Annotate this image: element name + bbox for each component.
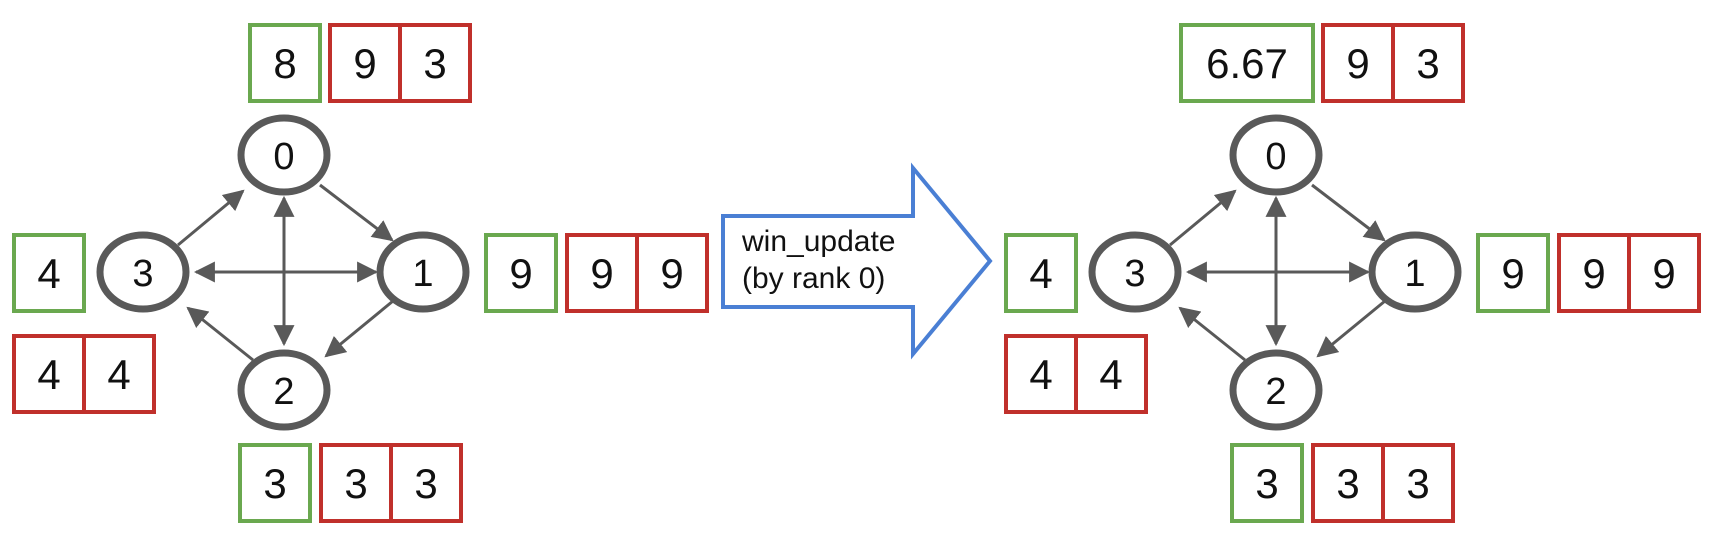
svg-text:4: 4 xyxy=(1029,250,1052,297)
edge-1-to-2 xyxy=(324,299,394,358)
node-label: 3 xyxy=(132,253,153,295)
node-1: 1 xyxy=(1368,231,1462,313)
svg-text:4: 4 xyxy=(37,250,60,297)
edge-3-to-0 xyxy=(177,189,245,247)
svg-text:3: 3 xyxy=(344,460,367,507)
node-2-green-value: 3 xyxy=(238,443,312,523)
node-3-green-value: 4 xyxy=(1004,233,1078,313)
svg-text:9: 9 xyxy=(590,250,613,297)
svg-text:3: 3 xyxy=(1416,40,1439,87)
svg-text:9: 9 xyxy=(1346,40,1369,87)
svg-text:8: 8 xyxy=(273,40,296,87)
node-label: 2 xyxy=(273,371,294,413)
graph-before: 0 1 2 3 8 9 3 9 xyxy=(12,23,709,523)
node-3: 3 xyxy=(96,231,190,313)
svg-text:3: 3 xyxy=(414,460,437,507)
node-1-red-buffer: 9 9 xyxy=(565,233,709,313)
edge-2-to-3 xyxy=(186,306,254,362)
edges xyxy=(177,183,394,362)
node-label: 1 xyxy=(1404,253,1425,295)
node-0-green-value: 8 xyxy=(248,23,322,103)
svg-text:4: 4 xyxy=(1029,351,1052,398)
transition-arrow: win_update (by rank 0) xyxy=(721,162,993,360)
svg-text:9: 9 xyxy=(353,40,376,87)
svg-text:6.67: 6.67 xyxy=(1206,40,1288,87)
node-1-green-value: 9 xyxy=(484,233,558,313)
node-2: 2 xyxy=(237,349,331,431)
svg-text:4: 4 xyxy=(37,351,60,398)
edge-0-to-1 xyxy=(319,183,394,242)
node-label: 0 xyxy=(1265,136,1286,178)
node-2-red-buffer: 3 3 xyxy=(319,443,463,523)
node-label: 3 xyxy=(1124,253,1145,295)
svg-text:9: 9 xyxy=(1582,250,1605,297)
svg-text:3: 3 xyxy=(1255,460,1278,507)
node-0: 0 xyxy=(237,114,331,196)
svg-text:9: 9 xyxy=(660,250,683,297)
node-1: 1 xyxy=(376,231,470,313)
node-1-green-value: 9 xyxy=(1476,233,1550,313)
edge-1-to-2 xyxy=(1316,299,1386,358)
svg-text:3: 3 xyxy=(1336,460,1359,507)
svg-text:4: 4 xyxy=(1099,351,1122,398)
node-label: 0 xyxy=(273,136,294,178)
arrow-label-line1: win_update xyxy=(741,225,895,258)
node-0-red-buffer: 9 3 xyxy=(1321,23,1465,103)
edge-3-to-0 xyxy=(1169,189,1237,247)
svg-text:4: 4 xyxy=(107,351,130,398)
svg-text:3: 3 xyxy=(1406,460,1429,507)
svg-text:3: 3 xyxy=(263,460,286,507)
node-2-red-buffer: 3 3 xyxy=(1311,443,1455,523)
node-0-red-buffer: 9 3 xyxy=(328,23,472,103)
svg-text:9: 9 xyxy=(1501,250,1524,297)
node-3-red-buffer: 4 4 xyxy=(12,334,156,414)
node-3: 3 xyxy=(1088,231,1182,313)
edge-0-to-1 xyxy=(1311,183,1386,242)
node-3-green-value: 4 xyxy=(12,233,86,313)
node-label: 1 xyxy=(412,253,433,295)
node-3-red-buffer: 4 4 xyxy=(1004,334,1148,414)
graph-after: 0 1 2 3 6.67 9 3 9 xyxy=(1004,23,1701,523)
svg-text:9: 9 xyxy=(509,250,532,297)
node-2-green-value: 3 xyxy=(1230,443,1304,523)
edge-2-to-3 xyxy=(1178,306,1246,362)
svg-text:9: 9 xyxy=(1652,250,1675,297)
node-1-red-buffer: 9 9 xyxy=(1557,233,1701,313)
node-0-green-value: 6.67 xyxy=(1179,23,1315,103)
node-label: 2 xyxy=(1265,371,1286,413)
node-2: 2 xyxy=(1229,349,1323,431)
arrow-label-line2: (by rank 0) xyxy=(742,262,885,295)
node-0: 0 xyxy=(1229,114,1323,196)
svg-text:3: 3 xyxy=(423,40,446,87)
edges xyxy=(1169,183,1386,362)
